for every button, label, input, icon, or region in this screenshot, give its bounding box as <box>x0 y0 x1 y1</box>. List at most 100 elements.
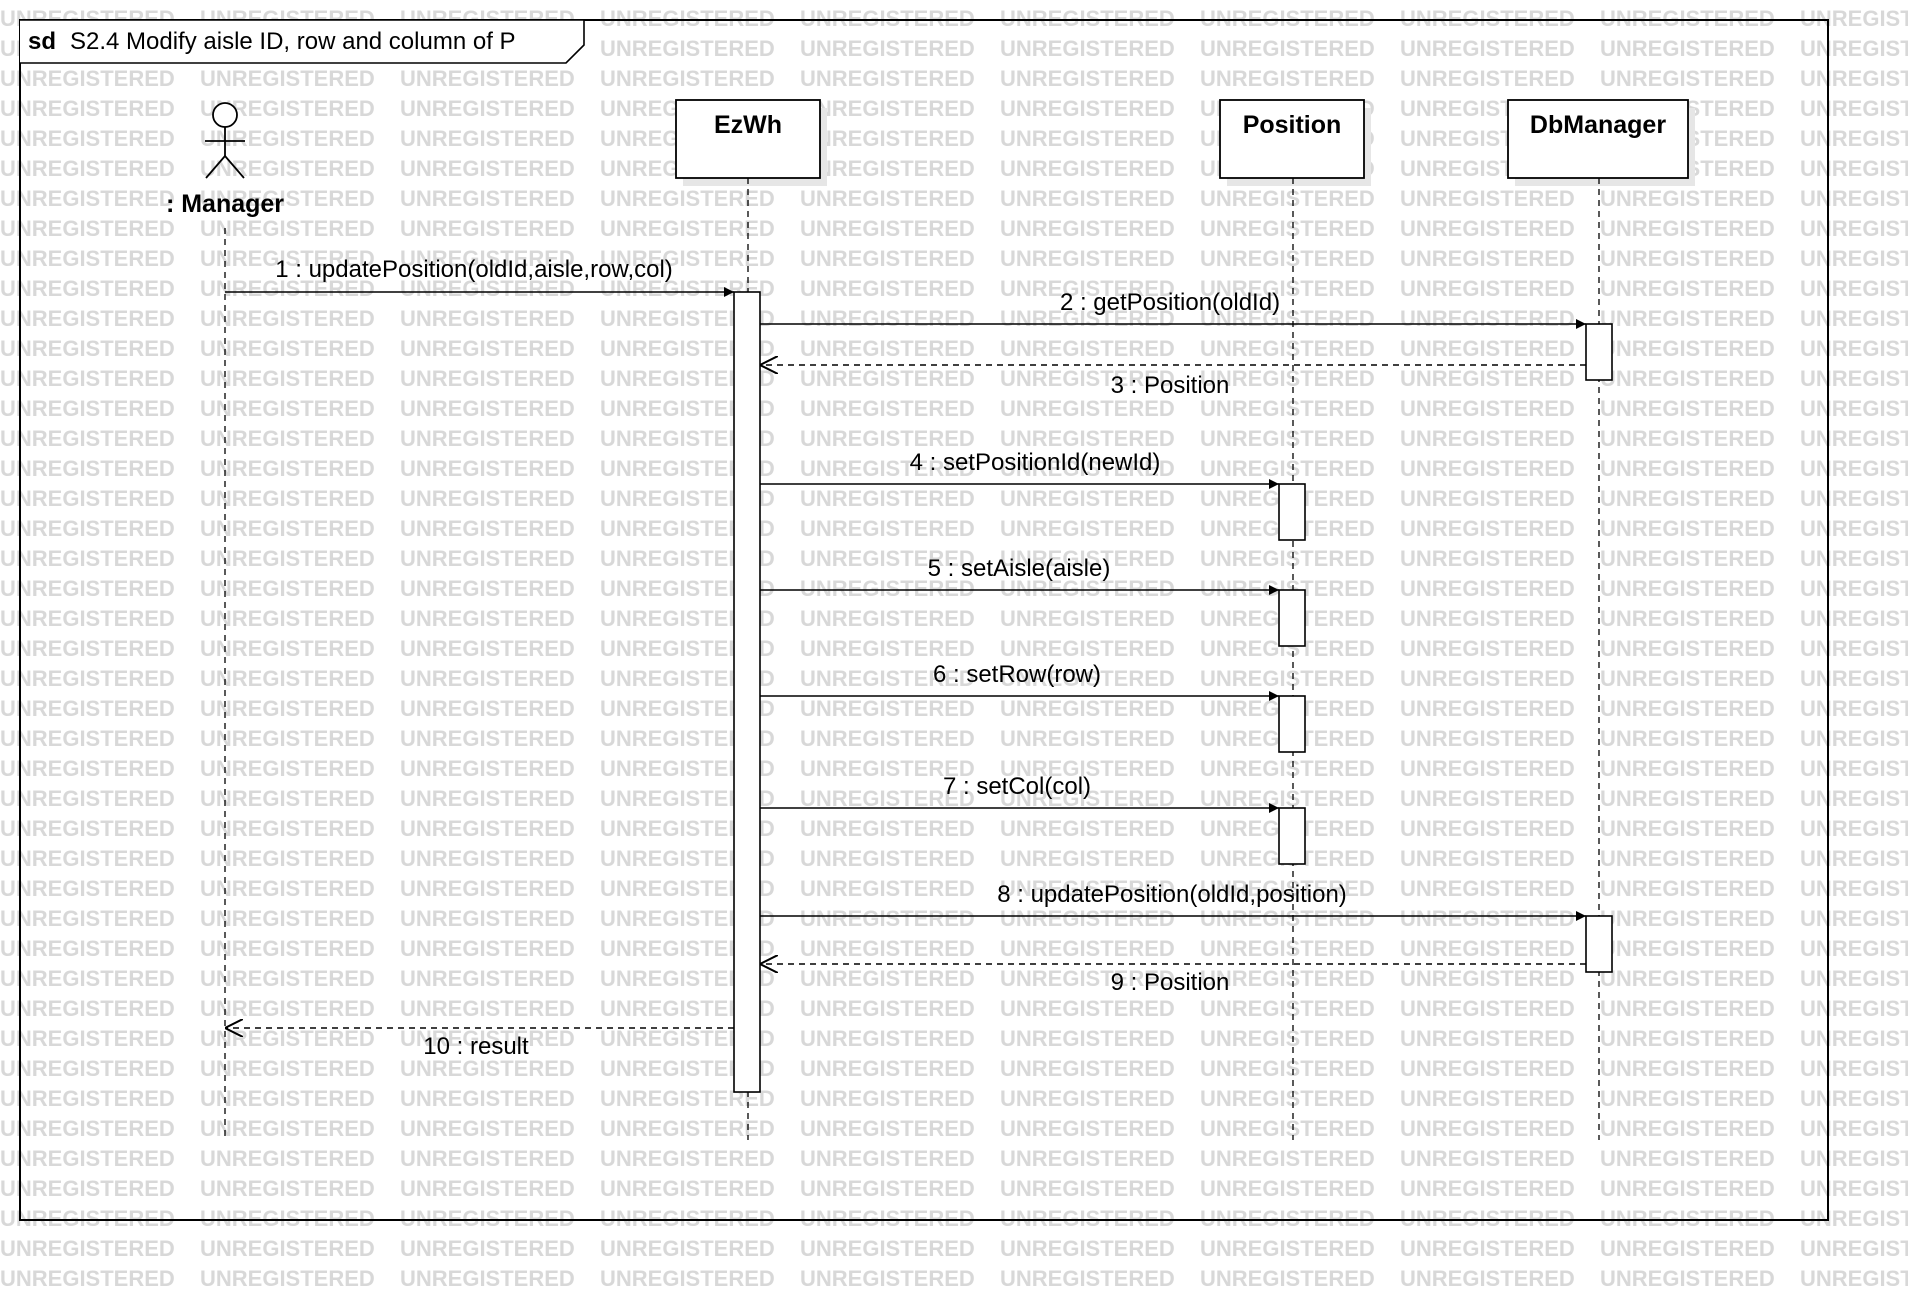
watermark-text: UNREGISTERED <box>1400 1236 1575 1261</box>
watermark-text: UNREGISTERED <box>1400 936 1575 961</box>
watermark-text: UNREGISTERED <box>0 936 175 961</box>
watermark-text: UNREGISTERED <box>1600 876 1775 901</box>
watermark-text: UNREGISTERED <box>0 696 175 721</box>
watermark-text: UNREGISTERED <box>400 696 575 721</box>
watermark-text: UNREGISTERED <box>200 816 375 841</box>
watermark-text: UNREGISTERED <box>400 876 575 901</box>
watermark-text: UNREGISTERED <box>800 126 975 151</box>
watermark-text: UNREGISTERED <box>1000 306 1175 331</box>
watermark-text: UNREGISTERED <box>1000 396 1175 421</box>
watermark-text: UNREGISTERED <box>1800 936 1908 961</box>
message-5: 5 : setAisle(aisle) <box>760 555 1279 595</box>
watermark-text: UNREGISTERED <box>400 1206 575 1231</box>
actor-manager: : Manager <box>166 102 284 1140</box>
watermark-text: UNREGISTERED <box>1200 1116 1375 1141</box>
watermark-text: UNREGISTERED <box>1800 426 1908 451</box>
message-label: 10 : result <box>423 1033 529 1060</box>
watermark-text: UNREGISTERED <box>1000 576 1175 601</box>
watermark-text: UNREGISTERED <box>1000 216 1175 241</box>
activation-position-7 <box>1278 807 1306 865</box>
watermark-text: UNREGISTERED <box>800 606 975 631</box>
watermark-text: UNREGISTERED <box>1000 336 1175 361</box>
watermark-text: UNREGISTERED <box>400 636 575 661</box>
watermark-text: UNREGISTERED <box>1000 186 1175 211</box>
watermark-text: UNREGISTERED <box>1600 606 1775 631</box>
watermark-text: UNREGISTERED <box>0 1266 175 1291</box>
watermark-text: UNREGISTERED <box>800 156 975 181</box>
watermark-text: UNREGISTERED <box>0 726 175 751</box>
watermark-text: UNREGISTERED <box>0 876 175 901</box>
watermark-text: UNREGISTERED <box>1800 366 1908 391</box>
watermark-text: UNREGISTERED <box>800 36 975 61</box>
watermark-text: UNREGISTERED <box>1600 366 1775 391</box>
watermark-text: UNREGISTERED <box>1200 906 1375 931</box>
watermark-text: UNREGISTERED <box>200 636 375 661</box>
watermark-text: UNREGISTERED <box>1200 786 1375 811</box>
watermark-text: UNREGISTERED <box>600 1176 775 1201</box>
watermark-text: UNREGISTERED <box>1600 636 1775 661</box>
watermark-text: UNREGISTERED <box>800 756 975 781</box>
watermark-text: UNREGISTERED <box>600 36 775 61</box>
watermark-text: UNREGISTERED <box>200 546 375 571</box>
watermark-text: UNREGISTERED <box>0 66 175 91</box>
actor-name: : Manager <box>166 190 284 218</box>
watermark-text: UNREGISTERED <box>1200 36 1375 61</box>
watermark-text: UNREGISTERED <box>1400 66 1575 91</box>
watermark-text: UNREGISTERED <box>800 366 975 391</box>
watermark-text: UNREGISTERED <box>200 876 375 901</box>
watermark-text: UNREGISTERED <box>1200 966 1375 991</box>
watermark-text: UNREGISTERED <box>1600 996 1775 1021</box>
watermark-text: UNREGISTERED <box>1000 1026 1175 1051</box>
watermark-text: UNREGISTERED <box>1600 1296 1775 1300</box>
watermark-text: UNREGISTERED <box>200 426 375 451</box>
watermark-text: UNREGISTERED <box>800 276 975 301</box>
watermark-text: UNREGISTERED <box>1800 1296 1908 1300</box>
watermark-text: UNREGISTERED <box>1000 846 1175 871</box>
watermark-text: UNREGISTERED <box>800 336 975 361</box>
watermark-text: UNREGISTERED <box>800 1266 975 1291</box>
message-label: 5 : setAisle(aisle) <box>928 555 1111 582</box>
watermark-text: UNREGISTERED <box>1400 1116 1575 1141</box>
watermark-text: UNREGISTERED <box>1400 276 1575 301</box>
lifeline-name-ezwh: EzWh <box>714 111 782 139</box>
watermark-text: UNREGISTERED <box>1000 486 1175 511</box>
watermark-text: UNREGISTERED <box>400 966 575 991</box>
watermark-text: UNREGISTERED <box>600 1266 775 1291</box>
message-9: 9 : Position <box>760 964 1586 996</box>
watermark-text: UNREGISTERED <box>1800 906 1908 931</box>
watermark-text: UNREGISTERED <box>400 1146 575 1171</box>
watermark-text: UNREGISTERED <box>200 306 375 331</box>
watermark-text: UNREGISTERED <box>200 1146 375 1171</box>
watermark-text: UNREGISTERED <box>400 426 575 451</box>
lifeline-position: Position <box>1219 99 1371 1140</box>
watermark-text: UNREGISTERED <box>1000 6 1175 31</box>
watermark-text: UNREGISTERED <box>1600 786 1775 811</box>
watermark-text: UNREGISTERED <box>1400 486 1575 511</box>
message-label: 9 : Position <box>1111 969 1230 996</box>
watermark-text: UNREGISTERED <box>200 396 375 421</box>
watermark-text: UNREGISTERED <box>1600 1026 1775 1051</box>
watermark-text: UNREGISTERED <box>400 906 575 931</box>
watermark-text: UNREGISTERED <box>1400 816 1575 841</box>
watermark-text: UNREGISTERED <box>1000 1056 1175 1081</box>
watermark-text: UNREGISTERED <box>1800 36 1908 61</box>
watermark-text: UNREGISTERED <box>1200 1296 1375 1300</box>
message-label: 8 : updatePosition(oldId,position) <box>997 881 1347 908</box>
watermark-text: UNREGISTERED <box>1400 1146 1575 1171</box>
watermark-text: UNREGISTERED <box>1600 1116 1775 1141</box>
watermark-text: UNREGISTERED <box>1400 786 1575 811</box>
watermark-text: UNREGISTERED <box>1200 1236 1375 1261</box>
watermark-text: UNREGISTERED <box>1200 6 1375 31</box>
watermark-text: UNREGISTERED <box>1200 216 1375 241</box>
watermark-text: UNREGISTERED <box>200 1176 375 1201</box>
watermark-text: UNREGISTERED <box>0 1116 175 1141</box>
watermark-text: UNREGISTERED <box>0 966 175 991</box>
watermark-text: UNREGISTERED <box>1000 546 1175 571</box>
watermark-text: UNREGISTERED <box>1000 786 1175 811</box>
watermark-text: UNREGISTERED <box>200 846 375 871</box>
watermark-text: UNREGISTERED <box>1400 1296 1575 1300</box>
watermark-text: UNREGISTERED <box>800 66 975 91</box>
watermark-text: UNREGISTERED <box>1800 96 1908 121</box>
watermark-text: UNREGISTERED <box>200 1266 375 1291</box>
